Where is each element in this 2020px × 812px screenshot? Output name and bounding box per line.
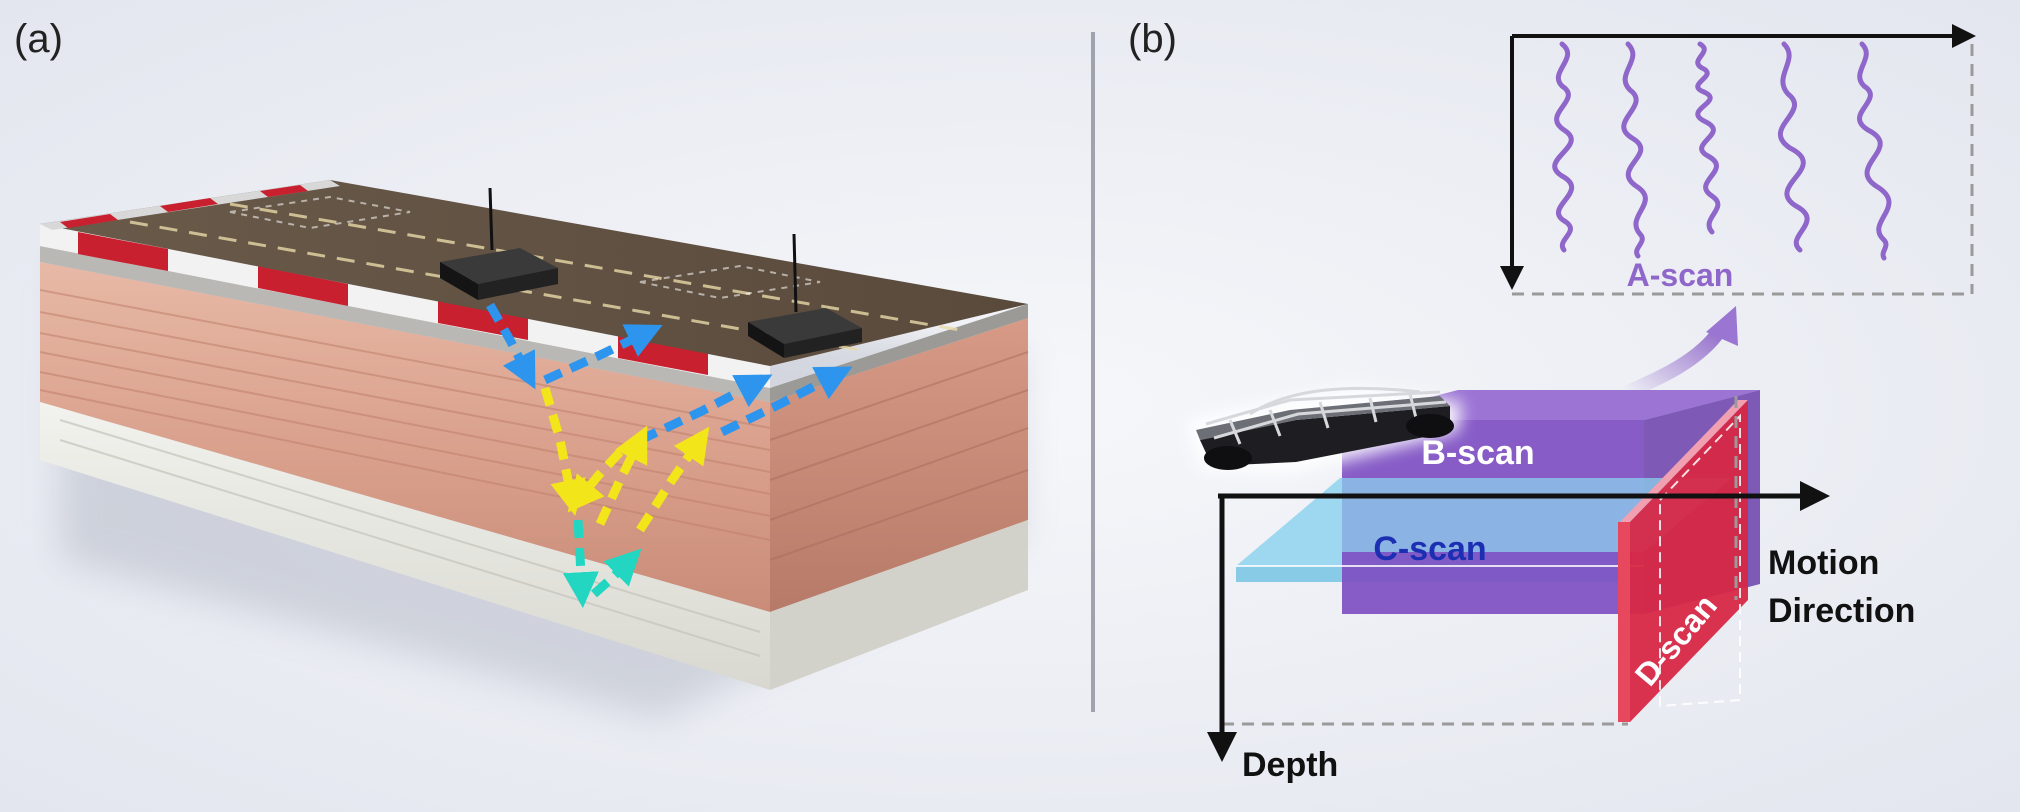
upward-wave-2 bbox=[636, 426, 710, 533]
reflected-wave-2-up bbox=[638, 374, 773, 445]
motion-direction-label-line2: Direction bbox=[1768, 592, 1915, 630]
reflected-wave-1-up bbox=[543, 324, 663, 385]
gpr-antenna-cart bbox=[1186, 386, 1462, 474]
a-scan-trace-5 bbox=[1857, 41, 1892, 261]
reflected-wave-1-down bbox=[486, 302, 536, 390]
soil-strata-side bbox=[769, 351, 1029, 561]
soil-layer-front bbox=[40, 262, 770, 612]
a-scan-trace-4 bbox=[1778, 41, 1810, 253]
b-scan-label: B-scan bbox=[1421, 434, 1534, 472]
a-scan-trace-3 bbox=[1695, 41, 1721, 235]
deep-wave-up bbox=[591, 548, 642, 598]
reflected-wave-3-up bbox=[720, 366, 853, 437]
panel-a-label: (a) bbox=[14, 17, 63, 61]
gravel-layer-side bbox=[770, 520, 1028, 690]
a-scan-trace-1 bbox=[1552, 41, 1574, 253]
upward-wave-1 bbox=[595, 425, 648, 526]
a-scan-link-arrow bbox=[1621, 323, 1727, 399]
kerb-top-marks bbox=[60, 185, 308, 228]
road-cross-section bbox=[39, 180, 1029, 720]
a-scan-link-arrowhead bbox=[1706, 306, 1738, 346]
downward-wave-2 bbox=[567, 448, 624, 513]
gpr-device-1 bbox=[440, 187, 558, 300]
parking-markings bbox=[229, 195, 821, 300]
gravel-texture bbox=[59, 419, 761, 657]
depth-label: Depth bbox=[1242, 746, 1338, 784]
panel-b-label: (b) bbox=[1128, 17, 1177, 61]
a-scan-waveforms bbox=[1552, 41, 1892, 261]
c-scan-label: C-scan bbox=[1373, 530, 1486, 568]
motion-direction-label-line1: Motion bbox=[1768, 544, 1879, 582]
d-scan-plane bbox=[1618, 400, 1748, 722]
deep-wave-down bbox=[562, 519, 599, 609]
wave-paths bbox=[486, 302, 853, 609]
gpr-device-2 bbox=[748, 233, 862, 358]
a-scan-label: A-scan bbox=[1627, 257, 1734, 293]
a-scan-trace-2 bbox=[1621, 41, 1648, 259]
